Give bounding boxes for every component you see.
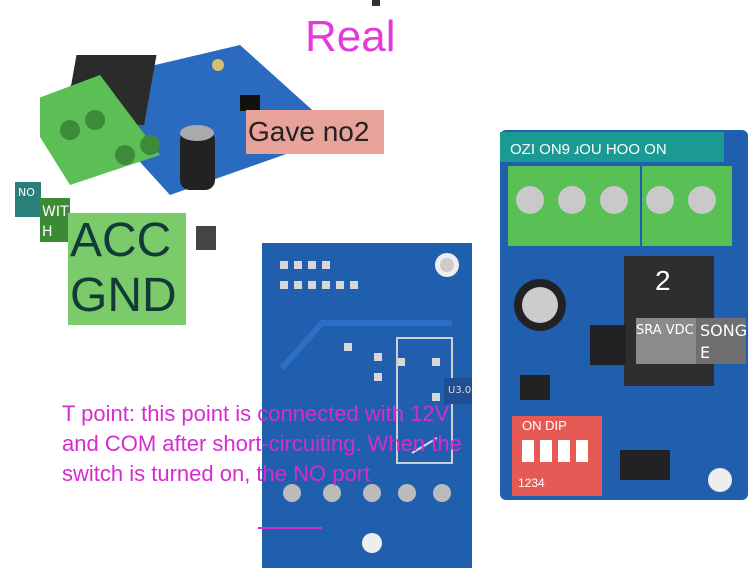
- sra-vdc-label: SRA VDC: [636, 318, 704, 364]
- dip-numbers-label: 1234: [518, 476, 545, 490]
- acc-gnd-label: ACC GND: [68, 213, 186, 325]
- on-dip-label: ON DIP: [522, 418, 567, 433]
- relay-board-photo-left: [40, 45, 340, 195]
- relay-digit-label: 2: [655, 265, 671, 296]
- relay-board-photo-right: [500, 130, 748, 500]
- u30-label: U3.0: [444, 378, 472, 404]
- page-title: Real: [305, 12, 396, 61]
- description-underline: [258, 527, 322, 529]
- gave-label: Gave no2: [246, 110, 384, 154]
- dip-switch-keys-icon: [522, 440, 588, 462]
- no-label: NO: [15, 182, 41, 217]
- small-component-label: [196, 226, 216, 250]
- with-label: WITH: [40, 198, 70, 242]
- description-text: T point: this point is connected with 12…: [62, 401, 462, 486]
- right-board-header: OZI ON9 ɹOU HOO ON: [510, 141, 667, 158]
- top-edge-mark: [372, 0, 380, 6]
- song-label: SONG E: [696, 318, 747, 364]
- dip-switch: [512, 416, 602, 496]
- relay-board-photo-bottom: [262, 243, 472, 568]
